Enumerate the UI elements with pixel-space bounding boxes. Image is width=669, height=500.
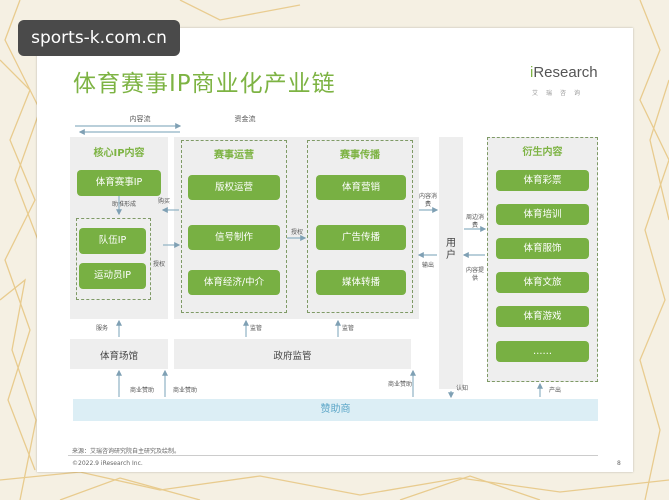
broadcast-license-label: 授权	[290, 229, 303, 236]
supervise-label-1: 监管	[249, 325, 262, 332]
athlete-ip: 运动员IP	[79, 263, 146, 289]
core-ip-header: 核心IP内容	[93, 148, 145, 159]
team-athlete-group	[76, 218, 151, 300]
supervise-label-2: 监管	[341, 325, 354, 332]
recognize-label: 认知	[455, 385, 468, 392]
copyright: ©2022.9 iResearch Inc.	[72, 460, 143, 467]
derivatives-output-label: 产出	[548, 387, 561, 394]
help-form-label: 助推形成	[111, 201, 136, 208]
venue-label: 体育场馆	[99, 351, 138, 362]
signal-production: 信号制作	[188, 225, 280, 250]
footer-rule	[68, 455, 598, 456]
iresearch-logo: iResearch	[530, 64, 598, 81]
service-label: 服务	[95, 325, 108, 332]
sports-event-ip: 体育赛事IP	[77, 170, 161, 196]
sports-agency: 体育经济/中介	[188, 270, 280, 295]
peripheral-consume-label: 周边消费	[465, 214, 484, 229]
operation-group	[181, 140, 287, 313]
more-items: ……	[496, 341, 589, 362]
capital-flow-label: 资金流	[234, 115, 256, 123]
user-bar	[439, 137, 463, 389]
sports-apparel: 体育服饰	[496, 238, 589, 259]
source-note: 来源：艾瑞咨询研究院自主研究及绘制。	[72, 448, 181, 455]
broadcast-group	[307, 140, 413, 313]
user-label: 用户	[446, 238, 456, 261]
sponsor-bar: 赞助商	[73, 399, 598, 421]
venue-box	[70, 339, 168, 369]
sponsor-label-3: 商业赞助	[387, 381, 412, 388]
sponsor-label-1: 商业赞助	[129, 387, 154, 394]
sponsor-label-2: 商业赞助	[172, 387, 197, 394]
logo-subtitle: 艾瑞咨询	[532, 90, 589, 97]
content-provide-label: 内容提供	[465, 267, 484, 282]
sports-marketing: 体育营销	[316, 175, 406, 200]
sports-tourism: 体育文旅	[496, 272, 589, 293]
output-label: 输出	[421, 262, 434, 269]
page-title: 体育赛事IP商业化产业链	[73, 71, 336, 97]
operation-header: 赛事运营	[214, 150, 254, 161]
copyright-operation: 版权运营	[188, 175, 280, 200]
sports-games: 体育游戏	[496, 306, 589, 327]
government-label: 政府监管	[273, 351, 312, 362]
content-consume-label: 内容消费	[418, 193, 437, 208]
government-box	[174, 339, 411, 369]
purchase-label: 购买	[157, 198, 170, 205]
sports-lottery: 体育彩票	[496, 170, 589, 191]
derivatives-header: 衍生内容	[522, 147, 563, 158]
core-license-label: 授权	[153, 261, 166, 268]
sports-training: 体育培训	[496, 204, 589, 225]
team-ip: 队伍IP	[79, 228, 146, 254]
content-flow-label: 内容流	[129, 115, 151, 123]
ad-broadcast: 广告传播	[316, 225, 406, 250]
page-number: 8	[617, 460, 621, 467]
watermark: sports-k.com.cn	[18, 20, 180, 56]
broadcast-header: 赛事传播	[340, 150, 380, 161]
media-relay: 媒体转播	[316, 270, 406, 295]
